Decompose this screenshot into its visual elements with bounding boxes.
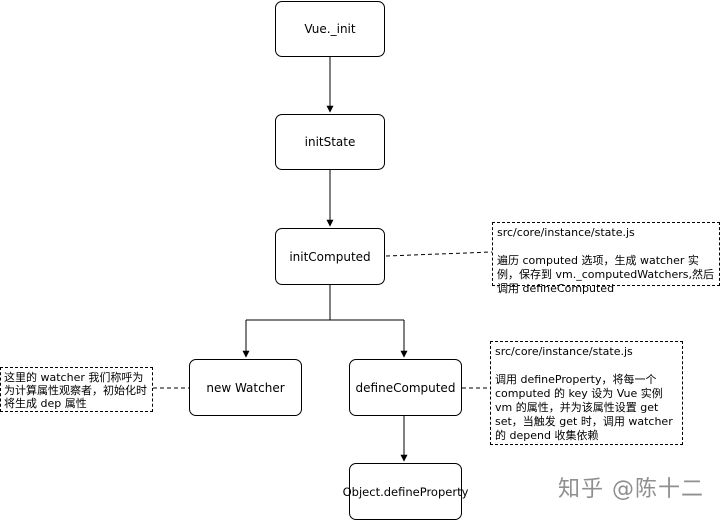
note-text: 调用 defineProperty，将每一个 computed 的 key 设为… (495, 373, 673, 442)
note-watcher: 这里的 watcher 我们称呼为为计算属性观察者，初始化时将生成 dep 属性 (0, 367, 153, 412)
note-text: 遍历 computed 选项，生成 watcher 实例，保存到 vm._com… (497, 254, 714, 295)
watermark-logo: 知乎 @陈十二 (558, 477, 704, 502)
note-text: 这里的 watcher 我们称呼为为计算属性观察者，初始化时将生成 dep 属性 (4, 371, 147, 410)
node-vue-init: Vue._init (275, 1, 385, 57)
node-init-computed: initComputed (275, 228, 385, 285)
node-init-state: initState (275, 114, 385, 170)
note-define-computed: src/core/instance/state.js 调用 defineProp… (490, 341, 683, 445)
node-object-define-property: Object.defineProperty (343, 463, 468, 520)
node-define-computed: defineComputed (349, 359, 462, 416)
edge-initcomputed-split (246, 285, 404, 321)
note-file-path: src/core/instance/state.js (497, 226, 635, 239)
node-new-watcher: new Watcher (189, 359, 302, 416)
note-file-path: src/core/instance/state.js (495, 345, 633, 358)
dashed-link-initcomputed-note (385, 251, 493, 257)
note-init-computed: src/core/instance/state.js 遍历 computed 选… (492, 222, 720, 295)
